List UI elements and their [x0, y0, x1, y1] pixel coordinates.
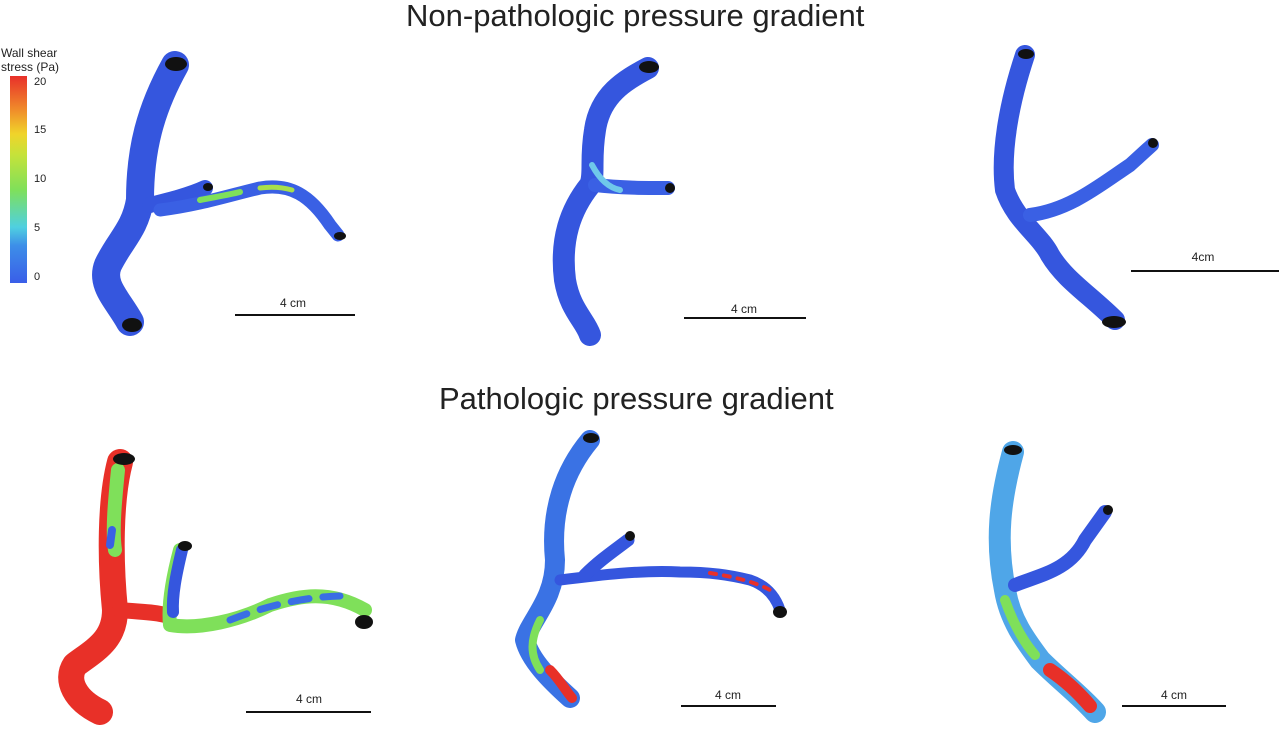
vessel-bottom-right	[988, 441, 1113, 723]
scale-label-top-middle: 4 cm	[730, 302, 757, 316]
scale-label-top-right: 4cm	[1191, 250, 1215, 264]
colorbar-tick-0: 0	[34, 271, 41, 283]
colorbar-title-line1: Wall shear	[1, 46, 58, 60]
scale-bar-bottom-middle	[681, 705, 776, 707]
scale-bar-top-left	[235, 314, 355, 316]
title-pathologic: Pathologic pressure gradient	[439, 381, 834, 416]
vessel-bottom-middle	[515, 430, 787, 708]
scale-bar-top-middle	[684, 317, 806, 319]
vessel-top-middle	[552, 57, 675, 346]
colorbar-tick-15: 15	[34, 124, 47, 136]
vessel-top-left	[92, 51, 346, 336]
scale-bar-bottom-right	[1122, 705, 1226, 707]
colorbar-tick-5: 5	[34, 222, 41, 234]
colorbar-title: Wall shear stress (Pa)	[1, 46, 59, 74]
colorbar-title-line2: stress (Pa)	[1, 60, 60, 74]
colorbar-tick-10: 10	[34, 173, 47, 185]
title-non-pathologic: Non-pathologic pressure gradient	[406, 0, 865, 33]
scale-bar-bottom-left	[246, 711, 371, 713]
colorbar-tick-20: 20	[34, 76, 47, 88]
scale-label-bottom-middle: 4 cm	[714, 688, 741, 702]
scale-label-bottom-right: 4 cm	[1160, 688, 1187, 702]
vessel-bottom-left	[58, 449, 373, 725]
scale-label-bottom-left: 4 cm	[295, 692, 322, 706]
scale-bar-top-right	[1131, 270, 1279, 272]
scale-label-top-left: 4 cm	[279, 296, 306, 310]
colorbar	[10, 76, 27, 283]
vessel-top-right	[993, 45, 1159, 330]
